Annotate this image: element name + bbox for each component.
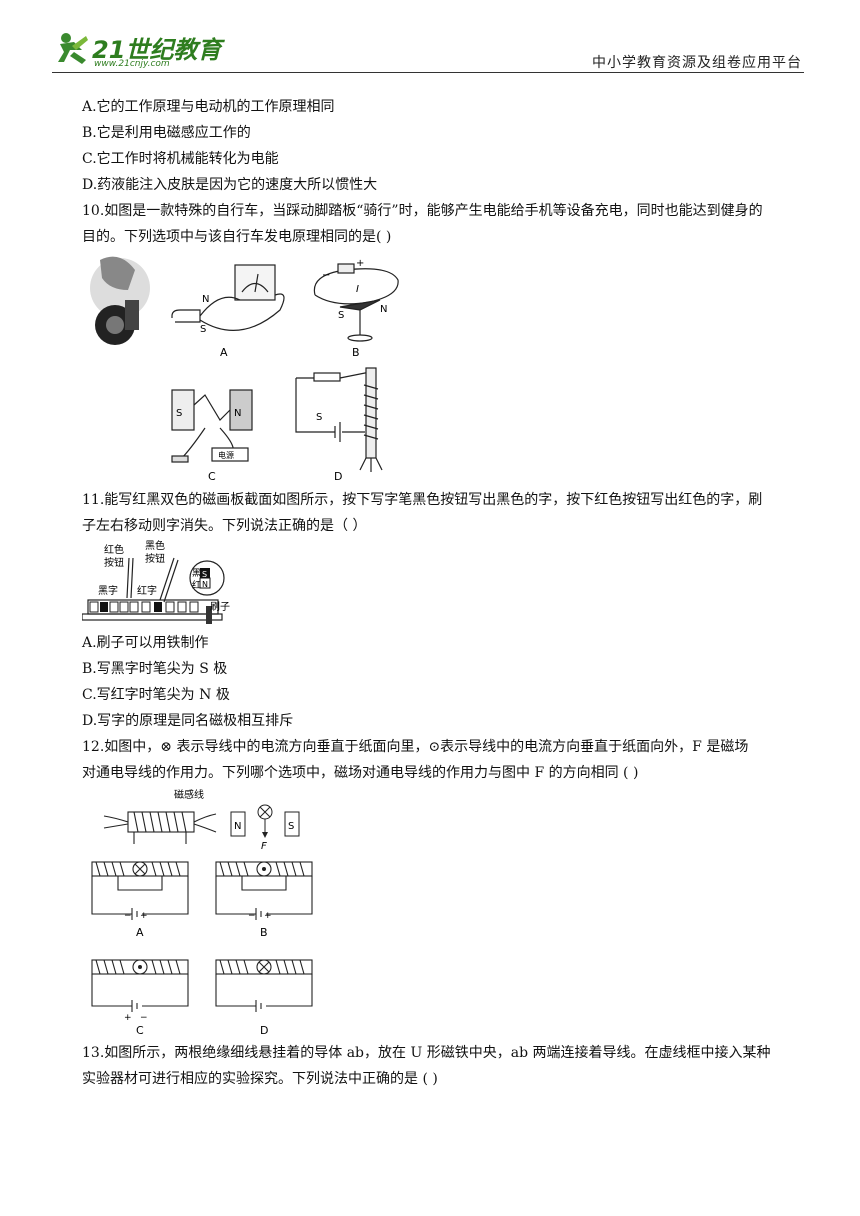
q10-figure: N S A − + I S N B S N 电源 C S D: [90, 256, 399, 483]
magnet-cells: [89, 601, 199, 613]
figure-a-s-label: S: [200, 324, 206, 335]
figure-c-n-label: N: [234, 408, 241, 419]
figure-b-n-label: N: [380, 304, 387, 315]
magnet-s-label: S: [288, 821, 294, 832]
black-char-label: 黑字: [98, 584, 118, 597]
svg-text:−: −: [248, 911, 256, 921]
option-a-circuit: [91, 861, 189, 920]
q11-option-b: B.写黑字时笔尖为 S 极: [82, 661, 228, 677]
red-button-label: 红色: [104, 543, 124, 556]
q10-stem-line1: 10.如图是一款特殊的自行车，当踩动脚踏板“骑行”时，能够产生电能给手机等设备充…: [82, 203, 763, 219]
q9-option-c: C.它工作时将机械能转化为电能: [82, 151, 279, 167]
q12-stem-line1: 12.如图中，⊗ 表示导线中的电流方向垂直于纸面向里，⊙表示导线中的电流方向垂直…: [82, 739, 749, 755]
option-b-label: B: [260, 926, 268, 939]
header-divider: [52, 72, 804, 73]
figure-c-label: C: [208, 470, 216, 483]
svg-text:−: −: [124, 911, 132, 921]
runner-logo-icon: [58, 33, 88, 64]
q9-option-d: D.药液能注入皮肤是因为它的速度大所以惯性大: [82, 177, 378, 193]
brush-label: 刷子: [210, 601, 230, 613]
option-a-label: A: [136, 926, 144, 939]
zoom-hei: 黑: [192, 568, 201, 579]
zoom-s-label: S: [202, 570, 207, 579]
option-c-circuit: [91, 959, 189, 1012]
zoom-s-pole: [200, 568, 210, 578]
q11-option-a: A.刷子可以用铁制作: [82, 635, 209, 651]
figure-b-minus: −: [322, 270, 330, 281]
svg-text:+: +: [140, 911, 148, 921]
option-b-circuit: [215, 861, 313, 920]
q11-option-c: C.写红字时笔尖为 N 极: [82, 687, 230, 703]
zoom-n-label: N: [202, 580, 208, 589]
figure-b-plus: +: [356, 258, 364, 269]
solenoid-main: [103, 811, 217, 844]
figure-d-electromagnet: [295, 367, 383, 472]
svg-text:+: +: [264, 911, 272, 921]
figure-a-galvanometer: [171, 264, 285, 331]
black-button-label-2: 按钮: [145, 552, 165, 565]
platform-name: 中小学教育资源及组卷应用平台: [592, 55, 802, 71]
magnet-s: [284, 811, 300, 837]
figure-b-label: B: [352, 346, 360, 359]
q13-stem-line1: 13.如图所示，两根绝缘细线悬挂着的导体 ab，放在 U 形磁铁中央，ab 两端…: [82, 1045, 771, 1061]
black-button-label: 黑色: [145, 539, 165, 552]
red-char-label: 红字: [137, 584, 157, 597]
q11-stem-line2: 子左右移动则字消失。下列说法正确的是（ ）: [82, 518, 367, 534]
figure-b-s-label: S: [338, 310, 344, 321]
figure-c-motor: [171, 389, 253, 463]
q13-stem-line2: 实验器材可进行相应的实验探究。下列说法中正确的是 ( ): [82, 1071, 438, 1087]
header-logo: 21世纪教育 www.21cnjy.com: [52, 28, 232, 72]
figure-d-label: D: [334, 470, 342, 483]
figure-a-label: A: [220, 346, 228, 359]
red-button-label-2: 按钮: [104, 556, 124, 569]
pen-drawings: [82, 557, 225, 621]
q12-figure: 磁感线 N F S − + A − + B: [91, 788, 313, 1037]
field-lines-label: 磁感线: [174, 788, 204, 801]
q9-option-a: A.它的工作原理与电动机的工作原理相同: [82, 99, 335, 115]
svg-text:−: −: [140, 1013, 148, 1023]
option-d-label: D: [260, 1024, 268, 1037]
figure-d-s-label: S: [316, 412, 322, 423]
option-c-label: C: [136, 1024, 144, 1037]
zoom-n-pole: [199, 577, 211, 589]
magnet-n: [230, 811, 246, 837]
q11-option-d: D.写字的原理是同名磁极相互排斥: [82, 713, 294, 729]
q12-stem-line2: 对通电导线的作用力。下列哪个选项中，磁场对通电导线的作用力与图中 F 的方向相同…: [82, 765, 639, 781]
figure-b-oersted: [313, 263, 399, 342]
option-d-circuit: [215, 959, 313, 1012]
brush: [206, 606, 212, 624]
q11-stem-line1: 11.能写红黑双色的磁画板截面如图所示，按下写字笔黑色按钮写出黑色的字，按下红色…: [82, 492, 763, 508]
q11-figure: 红色 按钮 黑色 按钮 S N 黑 红 黑字 红字 刷子: [82, 539, 230, 624]
force-f-label: F: [261, 841, 267, 852]
logo-brand: 21世纪教育: [92, 36, 222, 64]
figure-a-n-label: N: [202, 294, 209, 305]
q10-stem-line2: 目的。下列选项中与该自行车发电原理相同的是( ): [82, 229, 392, 245]
svg-text:+: +: [124, 1013, 132, 1023]
logo-url: www.21cnjy.com: [94, 59, 170, 69]
zoom-hong: 红: [192, 579, 201, 591]
q9-option-b: B.它是利用电磁感应工作的: [82, 125, 251, 141]
figure-c-power: 电源: [218, 450, 234, 460]
exercise-bike-photo: [90, 256, 150, 345]
figure-c-s-label: S: [176, 408, 182, 419]
figure-b-current: I: [356, 284, 359, 295]
magnet-n-label: N: [234, 821, 241, 832]
